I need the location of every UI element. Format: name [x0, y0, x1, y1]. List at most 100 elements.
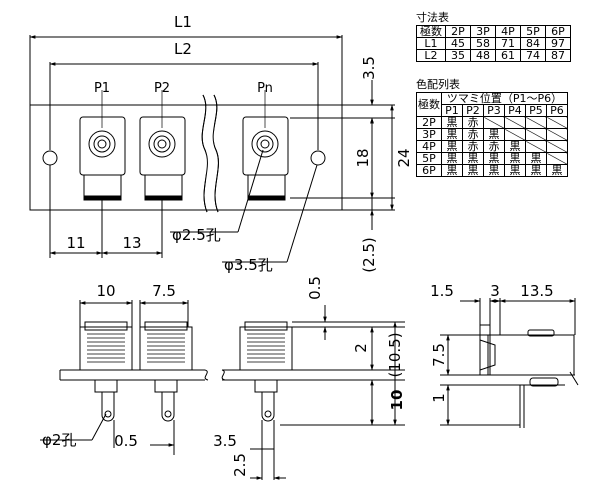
size-table-cell: 84 [520, 37, 546, 50]
color-table-cell: 黒 [462, 164, 484, 177]
color-table-col-header: P2 [462, 104, 484, 117]
size-table-cell: 45 [445, 37, 471, 50]
size-table-cell: 97 [545, 37, 571, 50]
size-table-cell: 3P [470, 25, 496, 38]
size-table-cell: 4P [495, 25, 521, 38]
color-table-col-header: P4 [504, 104, 526, 117]
terminal-pn [242, 116, 289, 201]
terminal-p1 [79, 116, 126, 201]
dim-2-5-paren: (2.5) [360, 237, 378, 273]
size-table-cell: 2P [445, 25, 471, 38]
color-table-cell: 黒 [504, 164, 526, 177]
dim-7-5: 7.5 [152, 282, 176, 300]
terminal-p2 [139, 116, 186, 201]
size-table-cell: 71 [495, 37, 521, 50]
color-table-cell: 黒 [441, 164, 463, 177]
color-table-cell: 赤 [483, 140, 505, 153]
color-table-corner: 極数 [416, 92, 442, 117]
size-table-cell: 35 [445, 49, 471, 62]
color-table-cell [546, 152, 568, 165]
dim-13-5: 13.5 [520, 282, 553, 300]
side-terminal-n [239, 321, 293, 422]
size-table-cell: 61 [495, 49, 521, 62]
color-table-cell: 黒 [483, 152, 505, 165]
color-table-cell: 黒 [441, 140, 463, 153]
color-table-cell: 黒 [483, 128, 505, 141]
mount-hole-right [310, 150, 326, 166]
size-table-cell: L2 [416, 49, 446, 62]
dim-2: 2 [352, 343, 370, 353]
dim-10-5: (10.5) [386, 332, 404, 377]
size-table-cell: 48 [470, 49, 496, 62]
color-table-col-header: P1 [441, 104, 463, 117]
color-table-cell: 黒 [504, 152, 526, 165]
color-table-group-header: ツマミ位置（P1～P6） [441, 92, 568, 105]
dim-18: 18 [354, 148, 372, 167]
size-table-cell: 74 [520, 49, 546, 62]
dim-1: 1 [430, 393, 448, 403]
label-p2: P2 [154, 81, 170, 96]
dim-0-5: 0.5 [306, 276, 324, 300]
color-table-cell: 黒 [483, 164, 505, 177]
color-table-cell: 赤 [462, 140, 484, 153]
color-table-cell: 黒 [441, 116, 463, 129]
color-table-cell [504, 116, 526, 129]
size-table-cell: 6P [545, 25, 571, 38]
color-table-cell [525, 116, 547, 129]
color-table-cell [546, 140, 568, 153]
color-table-col-header: P5 [525, 104, 547, 117]
dim-3-5-b: 3.5 [213, 432, 237, 450]
color-table-cell: 黒 [462, 152, 484, 165]
color-table-cell: 黒 [525, 164, 547, 177]
color-table-cell [525, 128, 547, 141]
color-table-title: 色配列表 [416, 78, 460, 91]
size-table-cell: 5P [520, 25, 546, 38]
color-table-cell: 黒 [441, 128, 463, 141]
color-table-cell [504, 128, 526, 141]
hole-2-5-label: φ2.5孔 [172, 226, 221, 244]
dim-l2: L2 [174, 40, 192, 58]
color-table-cell: 赤 [462, 128, 484, 141]
color-table-pole: 2P [416, 116, 442, 129]
color-table-pole: 3P [416, 128, 442, 141]
label-pn: Pn [257, 81, 273, 96]
color-table-cell: 黒 [441, 152, 463, 165]
color-table-cell: 赤 [462, 116, 484, 129]
color-table-col-header: P6 [546, 104, 568, 117]
dim-10: 10 [96, 282, 115, 300]
label-p1: P1 [94, 81, 110, 96]
hole-3-5-label: φ3.5孔 [224, 256, 273, 274]
color-table-pole: 6P [416, 164, 442, 177]
dim-3: 3 [490, 282, 500, 300]
color-table-cell [546, 116, 568, 129]
size-table-cell: 58 [470, 37, 496, 50]
side-terminal-2 [139, 321, 193, 422]
dim-1-5: 1.5 [430, 282, 454, 300]
front-panel [29, 104, 343, 211]
color-table-cell: 黒 [504, 140, 526, 153]
dim-10-bold: 10 [388, 390, 406, 411]
dim-11: 11 [66, 234, 85, 252]
mount-hole-left [42, 150, 58, 166]
dim-24: 24 [395, 148, 413, 167]
color-table-cell [525, 140, 547, 153]
color-table-cell [483, 116, 505, 129]
dim-0-5-b: 0.5 [114, 432, 138, 450]
side-terminal-1 [79, 321, 133, 422]
size-table-cell: 87 [545, 49, 571, 62]
size-table-title: 寸法表 [416, 11, 449, 24]
dim-l1: L1 [174, 13, 192, 31]
dim-13: 13 [122, 234, 141, 252]
color-table-cell: 黒 [546, 164, 568, 177]
dim-3-5: 3.5 [360, 56, 378, 80]
size-table-cell: L1 [416, 37, 446, 50]
